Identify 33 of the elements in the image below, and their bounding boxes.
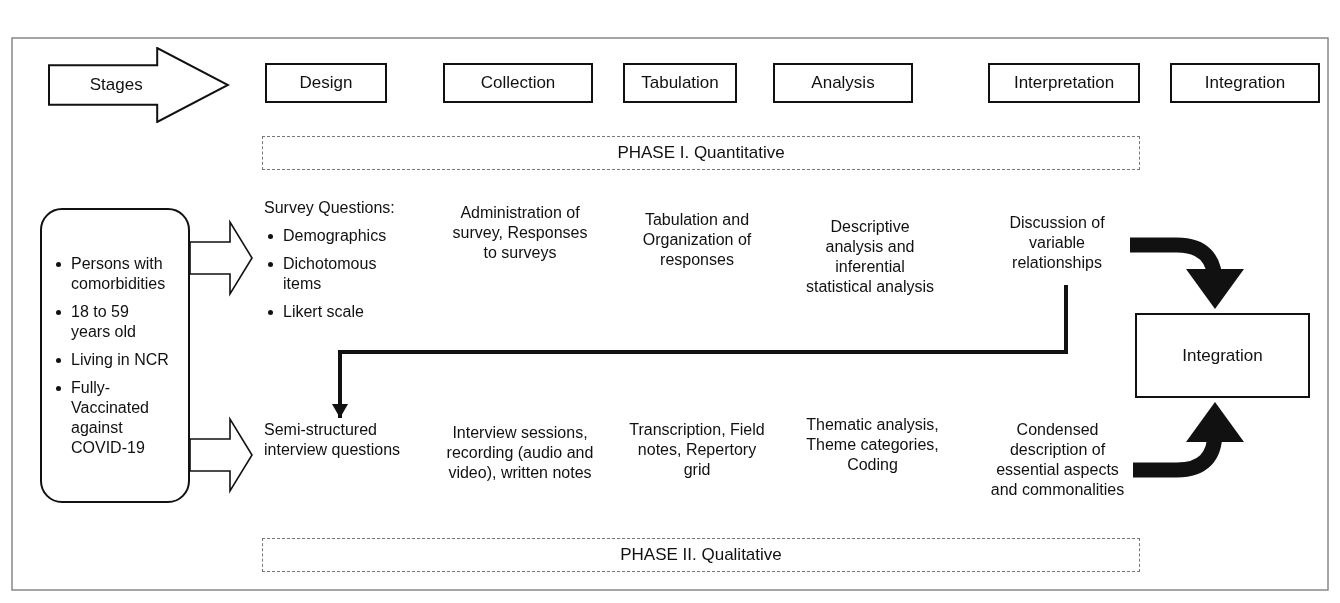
phase-band: PHASE I. Quantitative (262, 136, 1140, 170)
block-arrow (189, 219, 253, 297)
step-text: Descriptive analysis and inferential statistical analysis (805, 198, 935, 316)
step-heading: Semi-structured interview questions (264, 420, 402, 460)
stage-box: Collection (443, 63, 593, 103)
stage-box: Analysis (773, 63, 913, 103)
stage-box: Integration (1170, 63, 1320, 103)
step-text: Tabulation and Organization of responses (627, 205, 767, 275)
step-text: Discussion of variable relationships (992, 208, 1122, 278)
stage-box: Design (265, 63, 387, 103)
bullet-item: Demographics (283, 226, 387, 246)
stage-label: Stages (89, 74, 143, 96)
elbow-arrow (332, 285, 1068, 418)
bullet-item: Fully-Vaccinated against COVID-19 (71, 377, 150, 458)
bullet-item: Dichotomous items (283, 254, 378, 294)
stage-box: Tabulation (623, 63, 737, 103)
step-text: Transcription, Field notes, Repertory grid (627, 415, 767, 485)
step-text: Interview sessions, recording (audio and video), written notes (445, 398, 595, 508)
bullet-item: Persons with comorbidities (71, 253, 167, 294)
step-text: Administration of survey, Responses to surveys (445, 198, 595, 268)
curved-arrow (1130, 237, 1244, 309)
stage-box: Interpretation (988, 63, 1140, 103)
bullet-item: 18 to 59 years old (71, 301, 137, 342)
phase-band: PHASE II. Qualitative (262, 538, 1140, 572)
step-text: Condensed description of essential aspects and commonalities (990, 398, 1125, 522)
bullet-item: Living in NCR (71, 349, 169, 370)
bullet-item: Likert scale (283, 302, 364, 322)
criteria-box (40, 208, 190, 503)
block-arrow (189, 416, 253, 494)
step-text: Thematic analysis, Theme categories, Coding (800, 405, 945, 485)
step-heading: Survey Questions: (264, 198, 395, 218)
integration-box: Integration (1135, 313, 1310, 398)
curved-arrow (1133, 402, 1244, 478)
